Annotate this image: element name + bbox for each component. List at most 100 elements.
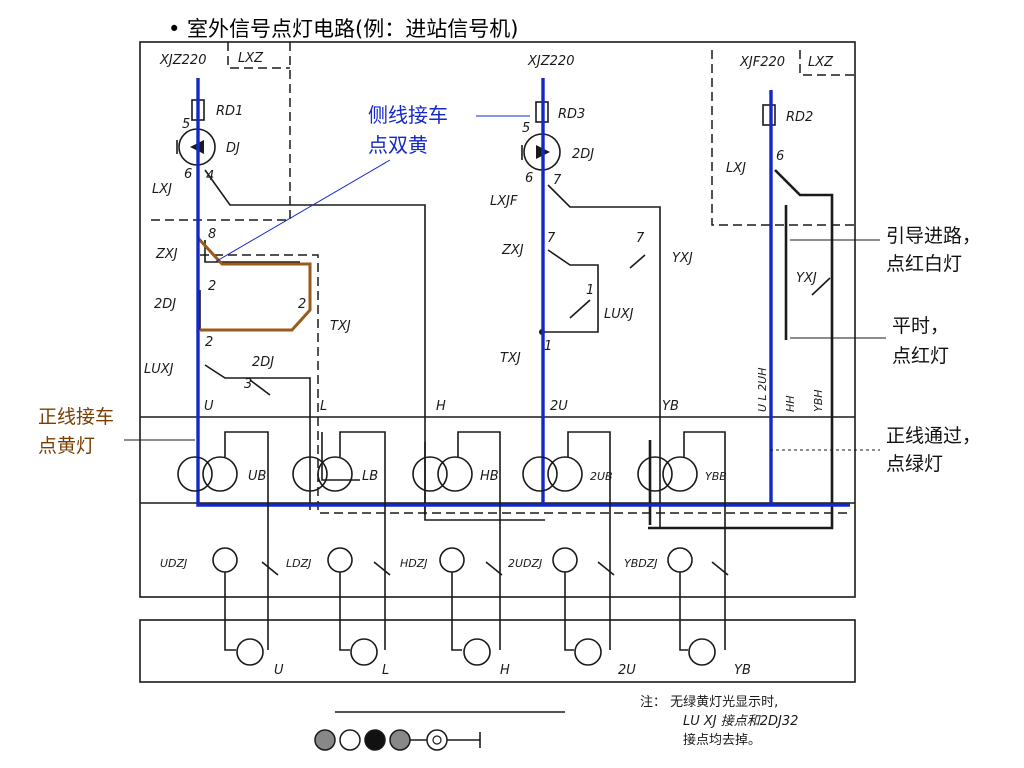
power-left-box-label: LXZ <box>238 51 264 66</box>
dj-label: DJ <box>226 141 240 156</box>
transformer-label: YBB <box>705 470 727 483</box>
pin-label: 6 <box>776 149 784 164</box>
leader-side-line <box>214 159 391 263</box>
power-middle-label: XJZ220 <box>527 54 574 69</box>
power-left-label: XJZ220 <box>159 53 206 68</box>
lamp-label: YB <box>734 663 751 678</box>
annotation-guide-2: 点红白灯 <box>886 253 962 275</box>
pin-label: 1 <box>586 283 594 298</box>
wire-lamp-u <box>224 572 236 651</box>
wire-zxj <box>204 240 300 263</box>
wire-label-vertical: YBH <box>812 389 825 412</box>
pin-label: 7 <box>636 231 645 246</box>
lamp-yb-icon <box>688 638 716 666</box>
contact-zxj-left-label: ZXJ <box>155 247 178 262</box>
page-title: • 室外信号点灯电路(例：进站信号机) <box>168 17 518 41</box>
filament-relay-label: 2UDZJ <box>508 557 542 570</box>
wire-label-vertical: U L 2UH <box>756 368 769 413</box>
wire-luxj <box>204 364 311 510</box>
transformer-ub-secondary <box>202 456 238 492</box>
contact-txj-mid-label: TXJ <box>500 351 521 366</box>
pin-label: 6 <box>525 171 533 186</box>
contact-yxj-right-label: YXJ <box>796 271 817 286</box>
aspect-lamp-icon <box>389 729 411 751</box>
contact-2dj-left-label: 2DJ <box>154 297 176 312</box>
pin-label: 7 <box>553 173 562 188</box>
lamp-label: U <box>274 663 284 678</box>
aspect-lamp-inner-icon <box>432 735 442 745</box>
contact-txj-left-label: TXJ <box>330 319 351 334</box>
note-line-3: 接点均去掉。 <box>683 732 761 748</box>
transformer-hb-secondary <box>437 456 473 492</box>
signal-aspect-icon <box>314 729 481 751</box>
transformers <box>177 456 698 492</box>
filament-relay-ldzj <box>327 547 353 573</box>
transformer-label: UB <box>248 469 267 484</box>
wire-ybb-secondary <box>683 431 726 540</box>
wire-lamp-yb <box>679 572 688 651</box>
filament-relay-udzj <box>212 547 238 573</box>
contact-yxj-right <box>811 277 831 296</box>
transformer-ybb-secondary <box>662 456 698 492</box>
pin-label: 2 <box>205 335 213 350</box>
power-right-label: XJF220 <box>739 55 785 70</box>
wire-hb-secondary <box>457 431 501 540</box>
filament-relay-label: UDZJ <box>160 557 187 570</box>
wire-label: YB <box>662 399 679 414</box>
lamp-u-icon <box>236 638 264 666</box>
power-right-box-label: LXZ <box>808 55 834 70</box>
contact-2dj-lower <box>249 379 271 396</box>
annotation-side-line-2: 点双黄 <box>368 133 428 157</box>
wire-lamp-2u <box>564 572 574 651</box>
lamp-frame <box>139 619 856 683</box>
annotation-guide-1: 引导进路， <box>886 225 981 247</box>
lamp-h-icon <box>463 638 491 666</box>
wire-mid-yb <box>547 184 661 528</box>
pin-label: 5 <box>182 117 190 132</box>
wire-mid-zxj <box>542 249 599 333</box>
contact-yxj-mid-label: YXJ <box>672 251 693 266</box>
path-main-receive-blue <box>196 78 850 507</box>
filament-relay-ybdzj <box>667 547 693 573</box>
path-2dj-brown <box>196 236 312 332</box>
note-line-2: LU XJ 接点和2DJ32 <box>683 714 798 729</box>
wire-label: 2U <box>550 399 568 414</box>
transformer-ub-primary <box>177 456 213 492</box>
transformer-label: 2UB <box>590 470 613 483</box>
filament-relay-label: LDZJ <box>286 557 311 570</box>
aspect-lamp-icon <box>339 729 361 751</box>
wire-lb-feed <box>321 432 360 481</box>
signal-lamps <box>236 638 716 666</box>
pin-label: 4 <box>206 169 214 184</box>
transformer-lb-secondary <box>317 456 353 492</box>
filament-relay-label: YBDZJ <box>624 557 658 570</box>
filament-relays <box>212 547 693 573</box>
pin-label: 8 <box>208 227 216 242</box>
wire-label: U <box>204 399 214 414</box>
left-compartment-dash <box>148 42 291 221</box>
contact-luxj-mid-label: LUXJ <box>604 307 634 322</box>
right-box-dash <box>799 50 855 76</box>
contact-2dj-lower-label: 2DJ <box>252 355 274 370</box>
transformer-label: HB <box>480 469 499 484</box>
annotation-normal-1: 平时， <box>892 315 949 337</box>
relay-region-dash <box>200 254 850 514</box>
filament-relay-hdzj <box>439 547 465 573</box>
fuse-rd1-label: RD1 <box>216 104 243 119</box>
annotation-side-line-1: 侧线接车 <box>368 103 448 127</box>
fuse-rd2 <box>762 104 776 126</box>
outdoor-frame <box>139 41 856 598</box>
pin-label: 2 <box>208 279 216 294</box>
right-compartment-dash <box>711 50 855 226</box>
dzj-contact <box>261 561 279 576</box>
annotation-main-receive-2: 点黄灯 <box>38 435 95 457</box>
aspect-lamp-icon <box>314 729 336 751</box>
lamp-l-icon <box>350 638 378 666</box>
wire-lamp-h <box>451 572 462 651</box>
wire-left-h <box>204 169 426 515</box>
wire-right-ybh <box>648 169 834 530</box>
contact-yxj-mid <box>629 254 646 269</box>
lamp-label: H <box>500 663 510 678</box>
